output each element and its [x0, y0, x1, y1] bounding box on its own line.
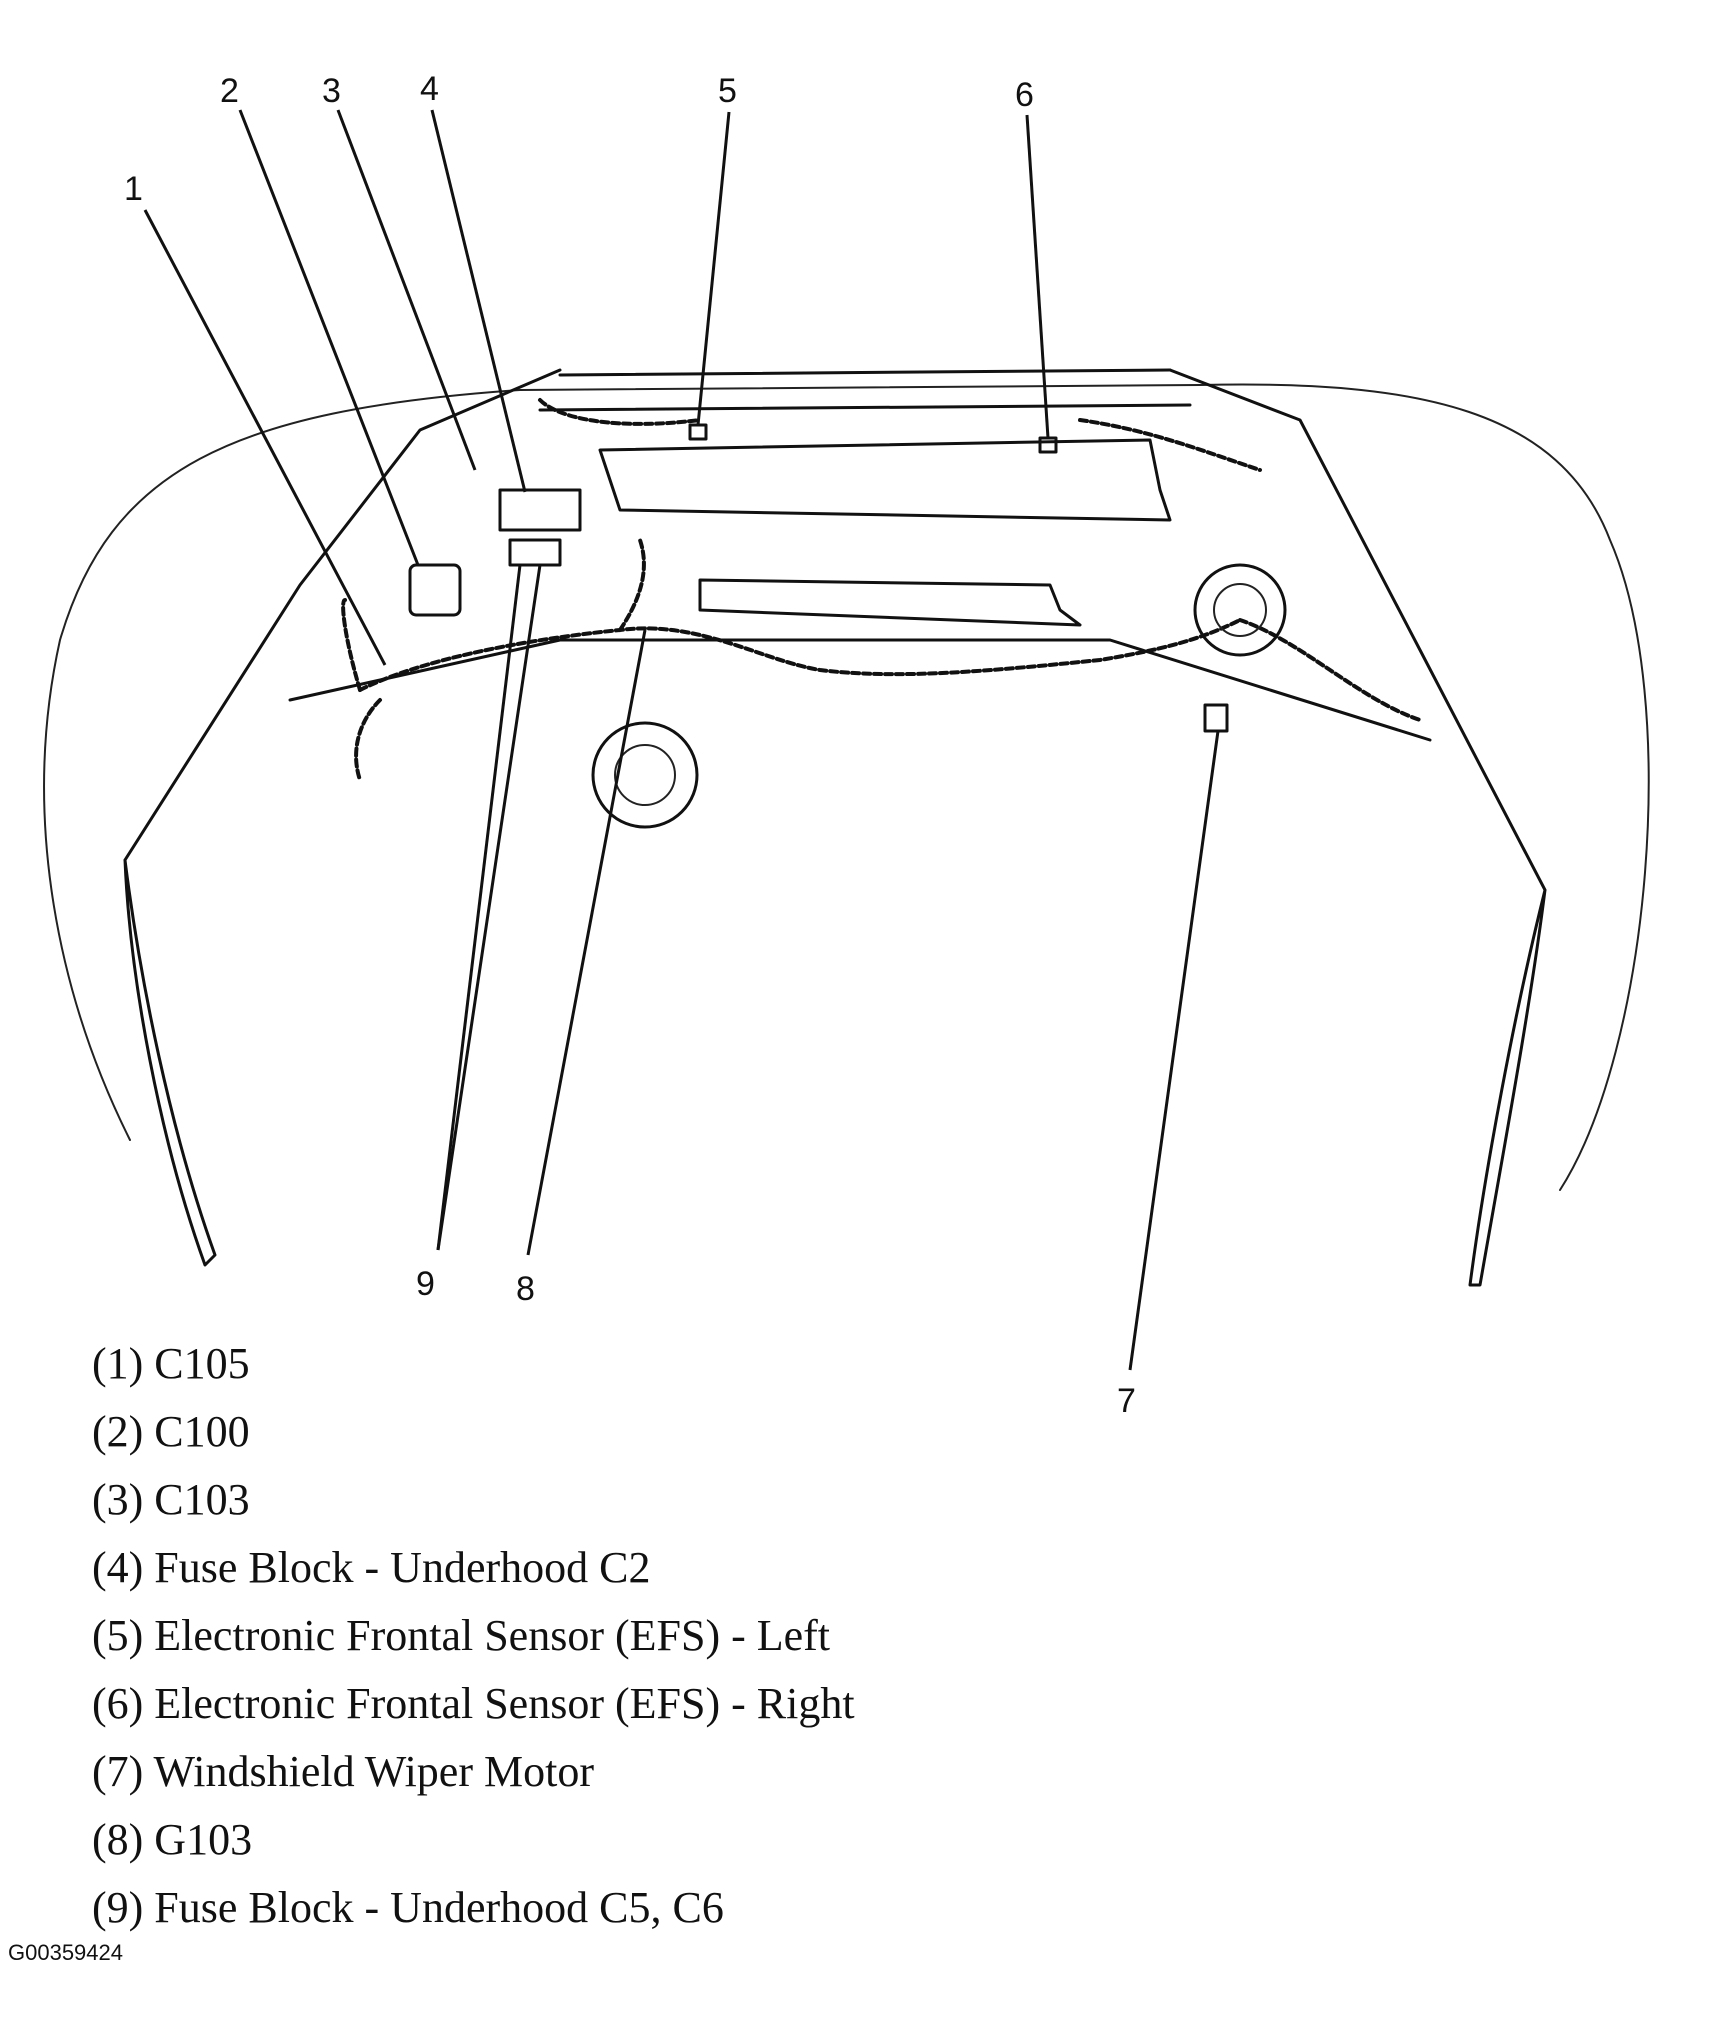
leader-9b [436, 564, 542, 1251]
wiring-harness [358, 398, 1422, 722]
leader-6 [1025, 114, 1050, 439]
left-strut-mount [591, 721, 699, 829]
callout-9: 9 [416, 1265, 435, 1303]
right-strut-mount-inner [1213, 583, 1267, 637]
radiator-support [288, 368, 1432, 742]
legend-item: (8) G103 [92, 1815, 253, 1864]
fuse-block-connectors [508, 538, 562, 567]
efs-left-sensor [688, 423, 708, 441]
leader-8 [526, 629, 647, 1256]
figure-id: G00359424 [8, 1940, 123, 1965]
leader-5 [696, 111, 731, 426]
left-strut-mount-inner [614, 744, 676, 806]
c100-connector [408, 563, 462, 617]
leader-9a [436, 564, 522, 1251]
leader-7 [1128, 730, 1220, 1371]
legend-item: (5) Electronic Frontal Sensor (EFS) - Le… [92, 1611, 831, 1660]
right-fender [1168, 368, 1547, 1287]
legend-item: (3) C103 [92, 1475, 250, 1524]
callout-4: 4 [420, 70, 439, 108]
callout-2: 2 [220, 72, 239, 110]
left-harness-branch [341, 598, 382, 782]
callout-5: 5 [718, 72, 737, 110]
upper-panel [598, 438, 1172, 522]
legend-item: (6) Electronic Frontal Sensor (EFS) - Ri… [92, 1679, 855, 1728]
efs-right-sensor [1038, 436, 1058, 454]
hood-outline [43, 383, 1650, 1191]
legend-item: (7) Windshield Wiper Motor [92, 1747, 594, 1796]
callout-3: 3 [322, 72, 341, 110]
crossmember [698, 578, 1082, 627]
engine-compartment-diagram: 1 2 3 4 5 6 7 8 9 [43, 70, 1650, 1420]
legend-item: (9) Fuse Block - Underhood C5, C6 [92, 1883, 724, 1932]
leader-3 [336, 109, 477, 471]
legend-item: (4) Fuse Block - Underhood C2 [92, 1543, 651, 1592]
left-fender [123, 368, 562, 1267]
legend-item: (1) C105 [92, 1339, 250, 1388]
callout-7: 7 [1117, 1382, 1136, 1420]
leader-2 [238, 109, 420, 566]
callout-8: 8 [516, 1270, 535, 1308]
callout-1: 1 [124, 170, 143, 208]
right-strut-mount [1193, 563, 1287, 657]
fuse-block [498, 488, 582, 532]
leader-4 [430, 109, 527, 493]
component-legend: (1) C105 (2) C100 (3) C103 (4) Fuse Bloc… [92, 1330, 855, 1942]
legend-item: (2) C100 [92, 1407, 250, 1456]
leader-1 [143, 209, 387, 666]
callout-6: 6 [1015, 76, 1034, 114]
wiper-motor-connector [1203, 703, 1229, 733]
